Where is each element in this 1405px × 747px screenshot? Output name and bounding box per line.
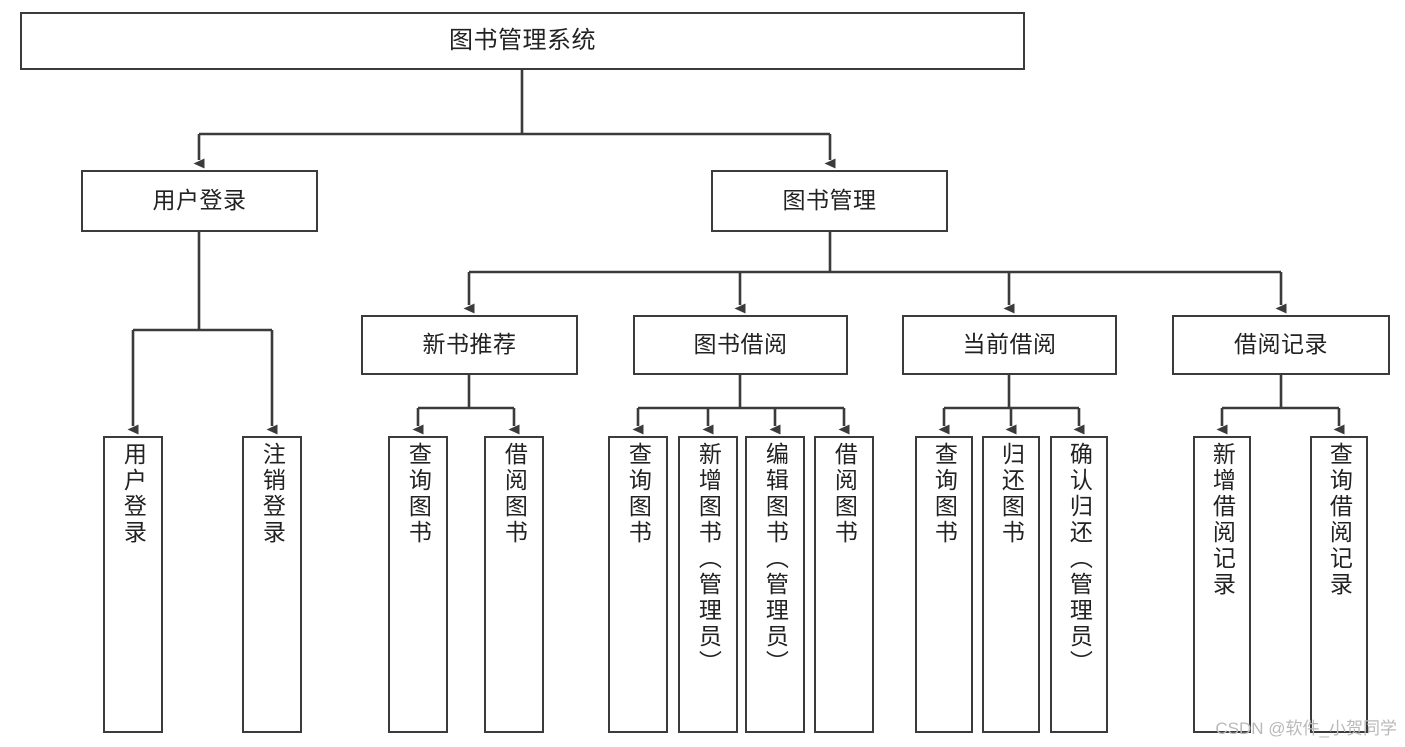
node-leaf-borrow-book-2-label: 借阅图书 [831,442,858,546]
node-borrow-record-label: 借阅记录 [1234,331,1328,358]
node-book-borrow-label: 图书借阅 [693,331,788,358]
node-leaf-query-book-1[interactable]: 查询图书 [388,436,448,733]
node-leaf-query-book-2-label: 查询图书 [625,442,652,546]
node-leaf-borrow-book-1[interactable]: 借阅图书 [484,436,544,733]
node-new-book-recommend[interactable]: 新书推荐 [361,315,578,375]
node-user-login[interactable]: 用户登录 [81,170,318,232]
node-borrow-record[interactable]: 借阅记录 [1172,315,1390,375]
node-leaf-query-record[interactable]: 查询借阅记录 [1310,436,1368,733]
node-leaf-return-book-label: 归还图书 [998,442,1025,546]
node-leaf-edit-book-label: 编辑图书（管理员） [762,442,789,676]
node-leaf-confirm-return-label: 确认归还（管理员） [1066,442,1093,676]
node-leaf-borrow-book-2[interactable]: 借阅图书 [814,436,874,733]
node-book-manage[interactable]: 图书管理 [711,170,948,232]
node-leaf-query-book-2[interactable]: 查询图书 [608,436,668,733]
node-leaf-add-book-label: 新增图书（管理员） [695,442,722,676]
node-leaf-add-record[interactable]: 新增借阅记录 [1193,436,1251,733]
node-leaf-query-book-3-label: 查询图书 [931,442,958,546]
node-leaf-confirm-return[interactable]: 确认归还（管理员） [1050,436,1108,733]
node-leaf-logout[interactable]: 注销登录 [242,436,302,733]
node-book-manage-label: 图书管理 [782,187,877,214]
node-leaf-user-login-label: 用户登录 [120,442,147,546]
node-leaf-user-login[interactable]: 用户登录 [103,436,163,733]
node-leaf-query-book-3[interactable]: 查询图书 [915,436,973,733]
node-leaf-query-book-1-label: 查询图书 [405,442,432,546]
node-root-label: 图书管理系统 [449,26,596,54]
watermark: CSDN @软件_小贺同学 [1215,719,1397,738]
node-leaf-edit-book[interactable]: 编辑图书（管理员） [745,436,805,733]
node-leaf-return-book[interactable]: 归还图书 [982,436,1040,733]
node-user-login-label: 用户登录 [152,187,247,214]
node-leaf-query-record-label: 查询借阅记录 [1326,442,1353,598]
node-leaf-logout-label: 注销登录 [259,442,286,546]
node-leaf-add-book[interactable]: 新增图书（管理员） [678,436,738,733]
node-leaf-borrow-book-1-label: 借阅图书 [501,442,528,546]
node-new-book-recommend-label: 新书推荐 [422,331,517,358]
node-leaf-add-record-label: 新增借阅记录 [1209,442,1236,598]
node-current-borrow[interactable]: 当前借阅 [902,315,1117,375]
node-current-borrow-label: 当前借阅 [962,331,1057,358]
node-book-borrow[interactable]: 图书借阅 [633,315,848,375]
node-root[interactable]: 图书管理系统 [20,12,1025,70]
